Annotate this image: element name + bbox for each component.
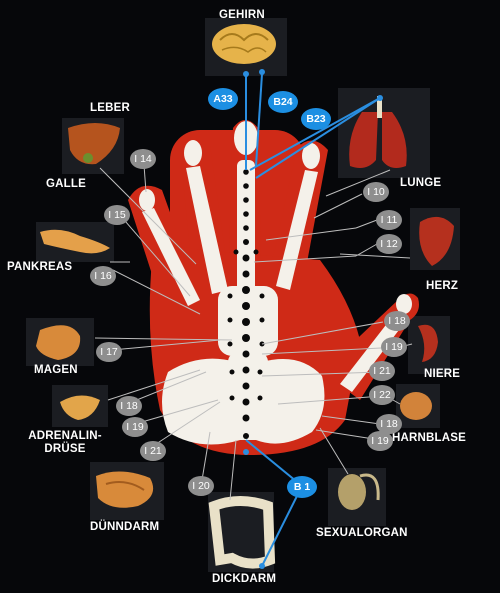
point-i14: I 14 <box>130 149 156 169</box>
point-a33: A33 <box>208 88 238 110</box>
blue-end-points <box>243 69 383 569</box>
point-i21-right: I 21 <box>369 361 395 381</box>
point-i11: I 11 <box>376 210 402 230</box>
label-lunge: LUNGE <box>400 177 442 189</box>
label-galle: GALLE <box>46 178 86 190</box>
point-i22: I 22 <box>369 385 395 405</box>
meridian-points <box>227 169 265 439</box>
label-herz: HERZ <box>426 280 459 292</box>
label-sexualorgan: SEXUALORGAN <box>316 527 408 539</box>
label-niere: NIERE <box>424 368 461 380</box>
connector-lines <box>94 164 413 501</box>
point-i18-left: I 18 <box>116 396 142 416</box>
label-adrenalin-line2: DRÜSE <box>44 443 86 455</box>
label-leber: LEBER <box>90 102 130 114</box>
point-i17: I 17 <box>96 342 122 362</box>
point-i15: I 15 <box>104 205 130 225</box>
point-i19-left: I 19 <box>122 417 148 437</box>
organ-illustrations <box>36 24 454 569</box>
point-i19-right-top: I 19 <box>381 337 407 357</box>
point-i10: I 10 <box>363 182 389 202</box>
label-magen: MAGEN <box>34 364 78 376</box>
point-b24: B24 <box>268 91 298 113</box>
label-gehirn: GEHIRN <box>219 9 265 21</box>
label-pankreas: PANKREAS <box>7 261 73 273</box>
point-i19-right-low: I 19 <box>367 431 393 451</box>
hand-bones <box>139 121 412 445</box>
point-i21-left: I 21 <box>140 441 166 461</box>
point-b1: B 1 <box>287 476 317 498</box>
point-b23: B23 <box>301 108 331 130</box>
point-i18-right-top: I 18 <box>384 311 410 331</box>
label-adrenalindruese: ADRENALIN- DRÜSE <box>22 430 108 456</box>
point-i16: I 16 <box>90 266 116 286</box>
point-i18-right-low: I 18 <box>376 414 402 434</box>
label-adrenalin-line1: ADRENALIN- <box>28 430 102 442</box>
label-harnblase: HARNBLASE <box>392 432 466 444</box>
point-i12: I 12 <box>376 234 402 254</box>
label-duenndarm: DÜNNDARM <box>90 521 160 533</box>
label-dickdarm: DICKDARM <box>212 573 277 585</box>
point-i20: I 20 <box>188 476 214 496</box>
